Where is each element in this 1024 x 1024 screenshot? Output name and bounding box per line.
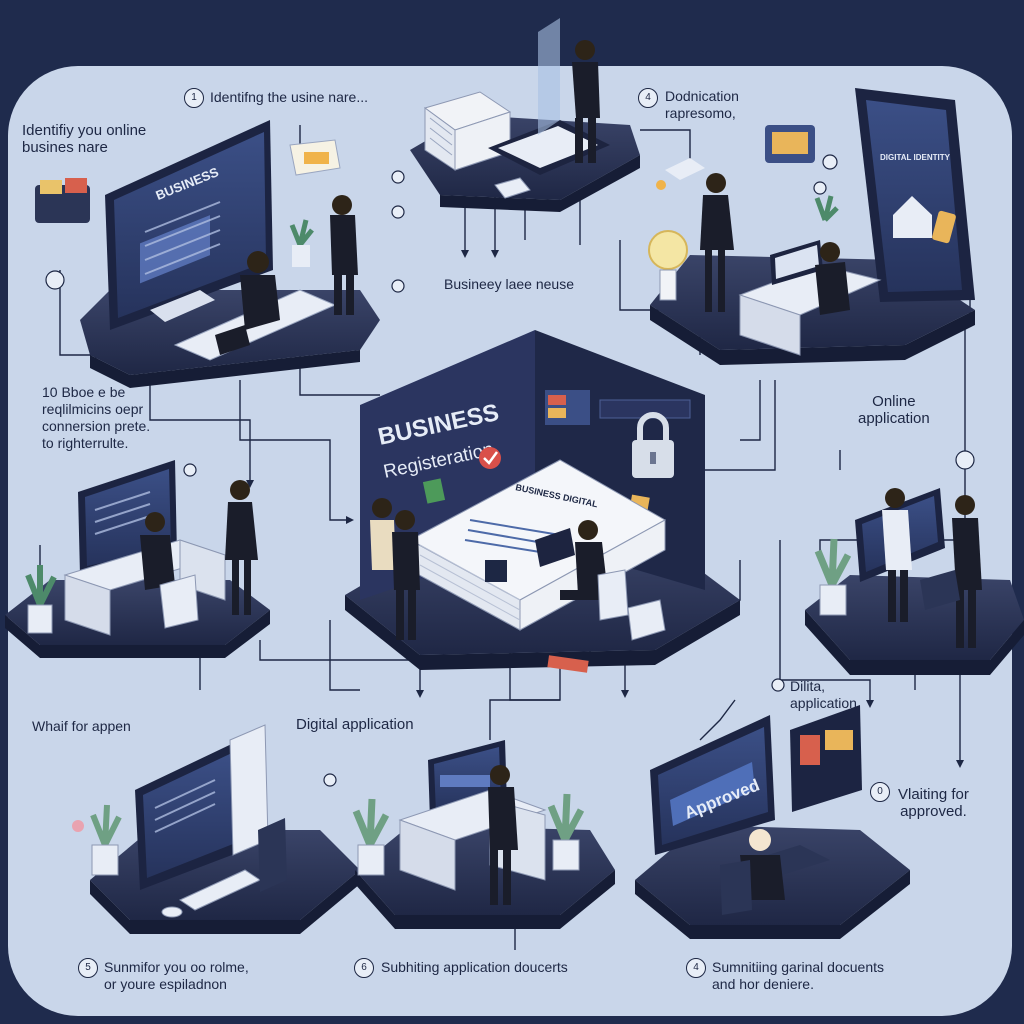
step-badge-1: 1 (184, 88, 204, 108)
person-icon (706, 173, 726, 193)
person-icon (955, 495, 975, 515)
label-step-1: Identifng the usine nare... (210, 89, 368, 105)
person-icon (575, 40, 595, 60)
phone-title: DIGITAL IDENTITY (880, 153, 951, 162)
glass-panel (538, 18, 560, 135)
person-icon (885, 488, 905, 508)
step-badge-2: 4 (638, 88, 658, 108)
lightbulb-icon (648, 230, 688, 270)
plant-icon (547, 793, 585, 842)
station-online-application-review (805, 488, 1024, 675)
label-submit-originals: Sumnitiing garinal docuents and hor deni… (712, 959, 884, 992)
lock-icon (632, 412, 674, 478)
person-icon (145, 512, 165, 532)
person-icon (395, 510, 415, 530)
station-approval: Approved (635, 705, 910, 939)
station-business-registration: BUSINESS Registeration BU (345, 330, 740, 673)
label-submit-online: Sunmifor you oo rolme, or youre espiladn… (104, 959, 249, 992)
chair-icon (597, 569, 629, 621)
person-icon (372, 498, 392, 518)
person-icon (578, 520, 598, 540)
box-icon (627, 599, 666, 641)
qr-code-icon (485, 560, 507, 582)
label-online-application: Online application (858, 393, 930, 427)
document-stack-icon (423, 91, 512, 171)
person-icon (820, 242, 840, 262)
mouse-icon (161, 906, 183, 918)
station-submit-documents (352, 740, 615, 929)
label-wait-for-approval: Whaif for appen (32, 718, 131, 734)
plant-icon (90, 804, 122, 847)
label-submit-documents: Subhiting application doucerts (381, 959, 568, 975)
label-digital-application-right: Dilita, application (790, 678, 857, 711)
chair-icon (159, 574, 199, 629)
step-badge-5: 5 (78, 958, 98, 978)
person-icon (247, 251, 269, 273)
station-identify-name: BUSINESS (35, 120, 380, 388)
step-badge-6: 6 (354, 958, 374, 978)
station-submit-online (72, 724, 360, 934)
station-documentation (410, 18, 705, 212)
label-requirements: 10 Bboe e be reqlilmicins oepr connersio… (42, 384, 151, 451)
laptop-icon (535, 528, 575, 567)
home-icon (893, 196, 932, 238)
cloud-icon (665, 158, 705, 180)
step-badge-waiting: 0 (870, 782, 890, 802)
person-icon (230, 480, 250, 500)
station-online-application: DIGITAL IDENTITY (648, 88, 975, 365)
person-icon (490, 765, 510, 785)
plant-icon (814, 195, 839, 222)
label-waiting-approved: Vlaiting for approved. (898, 786, 969, 820)
plant-icon (814, 538, 852, 587)
check-icon (479, 447, 501, 469)
person-icon (749, 829, 771, 851)
plant-icon (352, 798, 390, 847)
label-digital-application: Digital application (296, 716, 414, 733)
label-identify-business-name: Identifiy you online busines nare (22, 122, 147, 156)
person-icon (332, 195, 352, 215)
step-badge-4b: 4 (686, 958, 706, 978)
station-requirements (5, 460, 270, 658)
wallet-icon (35, 185, 90, 223)
plant-icon (25, 565, 57, 607)
label-business-name-center: Busineey laee neuse (444, 276, 574, 292)
label-documentation: Dodnication rapresomo, (665, 88, 739, 121)
plant-icon (289, 219, 314, 247)
